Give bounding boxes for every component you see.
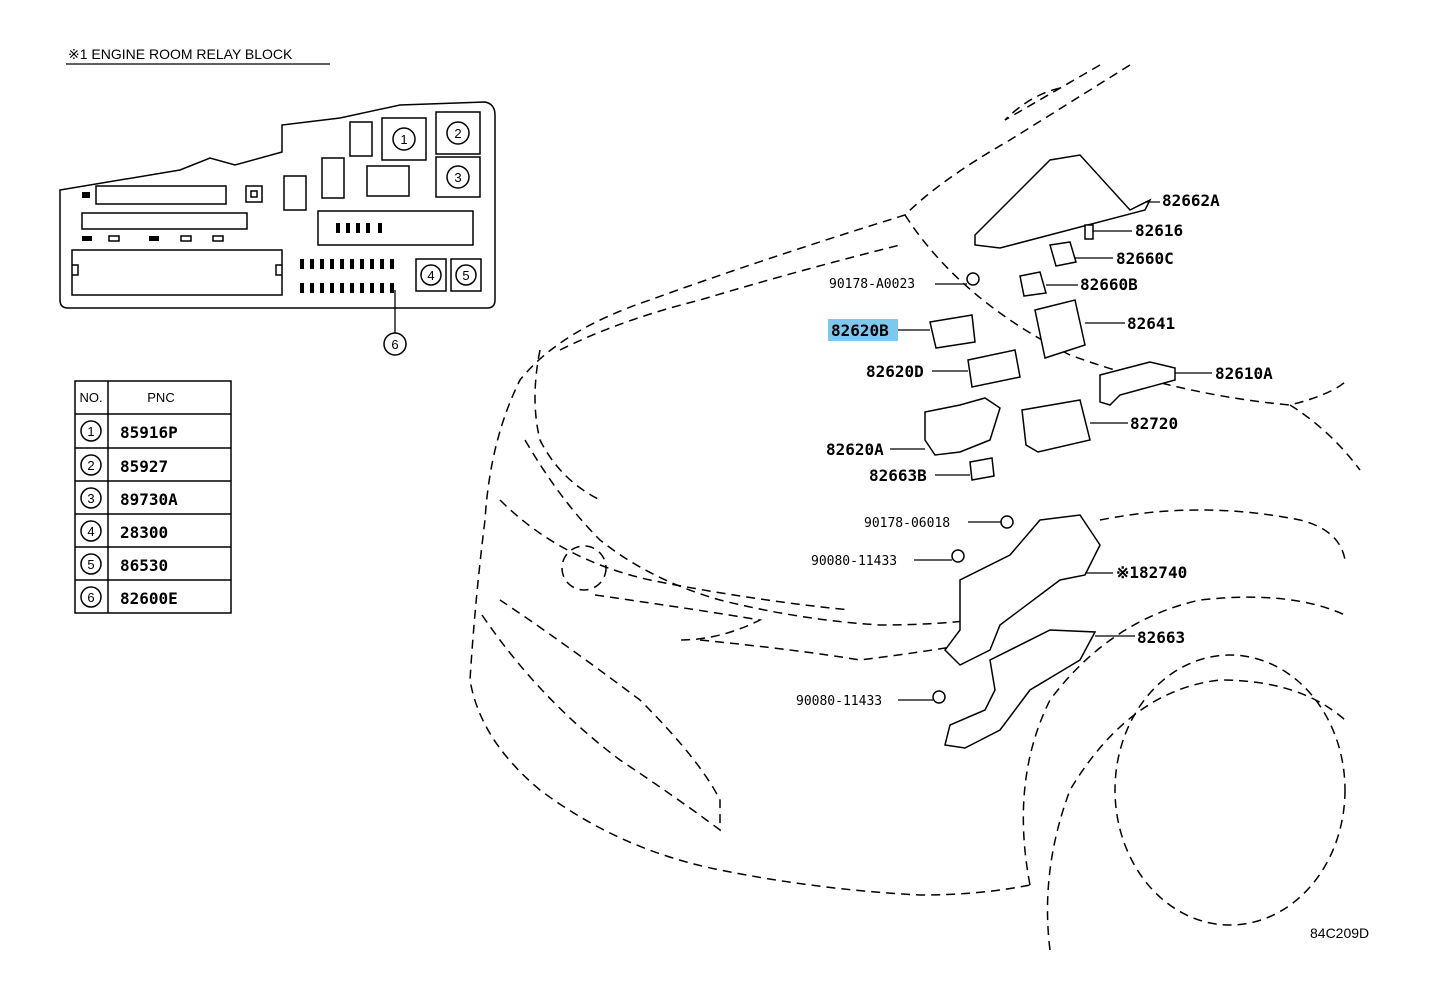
callout-82616[interactable]: 82616: [1135, 221, 1183, 240]
parts-group: [924, 154, 1176, 749]
callout-82620a[interactable]: 82620A: [826, 440, 884, 459]
callout-90178-a0023[interactable]: 90178-A0023: [829, 277, 915, 292]
part-82616[interactable]: [1084, 224, 1094, 240]
callout-82740[interactable]: ※182740: [1116, 563, 1187, 582]
highlight-82620b: [828, 319, 898, 341]
table-row-no: 2: [87, 458, 94, 473]
nut-90178-06018[interactable]: [1000, 515, 1014, 529]
table-header-no: NO.: [79, 390, 102, 405]
part-82660c[interactable]: [1049, 241, 1077, 267]
relay-position-2-label: 2: [454, 126, 461, 141]
callout-82620d[interactable]: 82620D: [866, 362, 924, 381]
table-row-pnc: 82600E: [120, 589, 178, 608]
callout-82660b[interactable]: 82660B: [1080, 275, 1138, 294]
callout-82641[interactable]: 82641: [1127, 314, 1175, 333]
table-row-no: 3: [87, 491, 94, 506]
callout-82660c[interactable]: 82660C: [1116, 249, 1174, 268]
callout-82663b[interactable]: 82663B: [869, 466, 927, 485]
callout-90178-06018[interactable]: 90178-06018: [864, 516, 950, 531]
table-row-pnc: 85916P: [120, 423, 178, 442]
relay-position-5-circle: [455, 264, 477, 286]
pnc-table: NO. PNC 1 85916P 2 85927 3 89730A 4 2830…: [74, 380, 232, 614]
table-row[interactable]: 4 28300: [80, 520, 168, 542]
table-row-no: 1: [87, 424, 94, 439]
relay-position-4-circle: [420, 264, 442, 286]
part-82662a-cover[interactable]: [974, 154, 1152, 249]
relay-position-1-circle: [392, 127, 416, 151]
part-82620b[interactable]: [929, 314, 976, 349]
fuse-row-lower: [300, 283, 394, 293]
callout-90080-11433-upper[interactable]: 90080-11433: [811, 554, 897, 569]
table-row-pnc: 85927: [120, 457, 168, 476]
relay-position-2-circle: [446, 121, 470, 145]
relay-block-title: ※1 ENGINE ROOM RELAY BLOCK: [68, 46, 293, 62]
relay-position-1-label: 1: [400, 132, 407, 147]
relay-position-6-circle: [383, 332, 407, 356]
table-row-no: 5: [87, 557, 94, 572]
callout-82662a[interactable]: 82662A: [1162, 191, 1220, 210]
part-82610a[interactable]: [1099, 361, 1176, 406]
table-row-pnc: 89730A: [120, 490, 178, 509]
table-row-pnc: 86530: [120, 556, 168, 575]
callout-82620b[interactable]: 82620B: [831, 321, 889, 340]
table-row[interactable]: 3 89730A: [80, 487, 178, 509]
vehicle-outline: [469, 64, 1361, 951]
relay-position-3-circle: [446, 165, 470, 189]
relay-position-3-label: 3: [454, 170, 461, 185]
callout-82663[interactable]: 82663: [1137, 628, 1185, 647]
table-row[interactable]: 6 82600E: [80, 586, 178, 608]
relay-position-6-label: 6: [391, 337, 398, 352]
table-row-no: 4: [87, 524, 94, 539]
part-82740-relay-block[interactable]: [944, 514, 1101, 666]
bolt-90080-11433-lower[interactable]: [932, 690, 946, 704]
table-row[interactable]: 2 85927: [80, 454, 168, 476]
table-row[interactable]: 5 86530: [80, 553, 168, 575]
relay-block-inset: ※1 ENGINE ROOM RELAY BLOCK: [59, 46, 496, 356]
part-82620a[interactable]: [924, 397, 1001, 456]
part-82641[interactable]: [1034, 299, 1086, 359]
table-row-pnc: 28300: [120, 523, 168, 542]
leader-lines: [890, 201, 1212, 701]
relay-position-4-label: 4: [427, 268, 434, 283]
fuse-row-upper: [300, 259, 394, 269]
diagram-code: 84C209D: [1310, 925, 1369, 941]
callout-82610a[interactable]: 82610A: [1215, 364, 1273, 383]
part-82660b[interactable]: [1019, 271, 1047, 297]
callout-labels: 82662A 82616 82660C 82660B 90178-A0023 8…: [796, 191, 1273, 709]
nut-90178-a0023[interactable]: [966, 272, 980, 286]
callout-82720[interactable]: 82720: [1130, 414, 1178, 433]
table-header-pnc: PNC: [147, 390, 174, 405]
part-82663b[interactable]: [969, 457, 995, 481]
callout-90080-11433-lower[interactable]: 90080-11433: [796, 694, 882, 709]
part-82663-bracket[interactable]: [944, 629, 1097, 749]
part-82720[interactable]: [1021, 399, 1091, 453]
relay-position-5-label: 5: [462, 268, 469, 283]
table-row-no: 6: [87, 590, 94, 605]
part-82620d[interactable]: [967, 349, 1021, 388]
table-row[interactable]: 1 85916P: [80, 420, 178, 442]
bolt-90080-11433-upper[interactable]: [951, 549, 965, 563]
relay-block-outline: [59, 101, 496, 309]
